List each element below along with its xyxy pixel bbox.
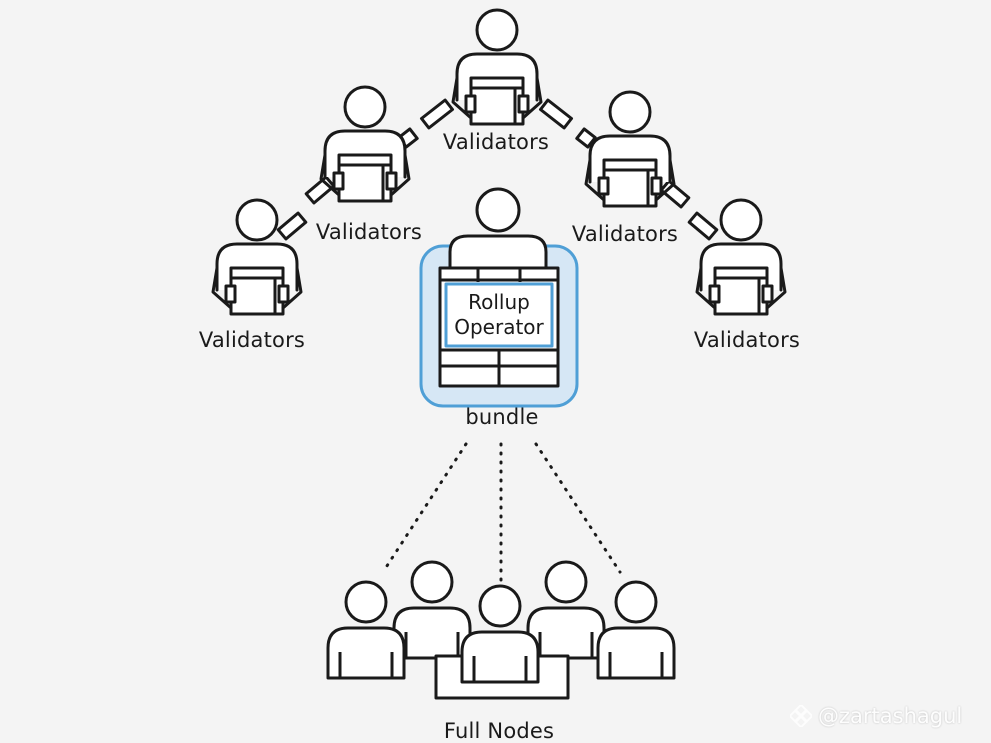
- operator-line1: Rollup: [468, 290, 530, 314]
- operator-line2: Operator: [454, 315, 544, 339]
- validators-label-left-lower: Validators: [198, 328, 306, 352]
- validator-right-upper: [584, 90, 676, 208]
- validator-right-lower: [695, 198, 787, 316]
- watermark: @zartashagul: [790, 704, 962, 728]
- binance-diamond-icon: [790, 705, 812, 727]
- full-nodes: [326, 560, 676, 700]
- rollup-operator: [419, 187, 579, 408]
- validator-left-lower: [211, 198, 303, 316]
- validators-label-left-upper: Validators: [315, 220, 423, 244]
- bundle-connections: [381, 442, 622, 584]
- watermark-text: @zartashagul: [818, 704, 963, 728]
- validators-label-right-upper: Validators: [571, 222, 679, 246]
- validator-left-upper: [319, 85, 411, 203]
- rollup-operator-label: Rollup Operator: [446, 284, 552, 346]
- validator-top: [451, 8, 543, 126]
- full-nodes-label: Full Nodes: [443, 719, 555, 743]
- validators-label-top: Validators: [442, 130, 550, 154]
- validator-links: [276, 98, 719, 241]
- validators-label-right-lower: Validators: [693, 328, 801, 352]
- bundle-label: bundle: [465, 405, 539, 429]
